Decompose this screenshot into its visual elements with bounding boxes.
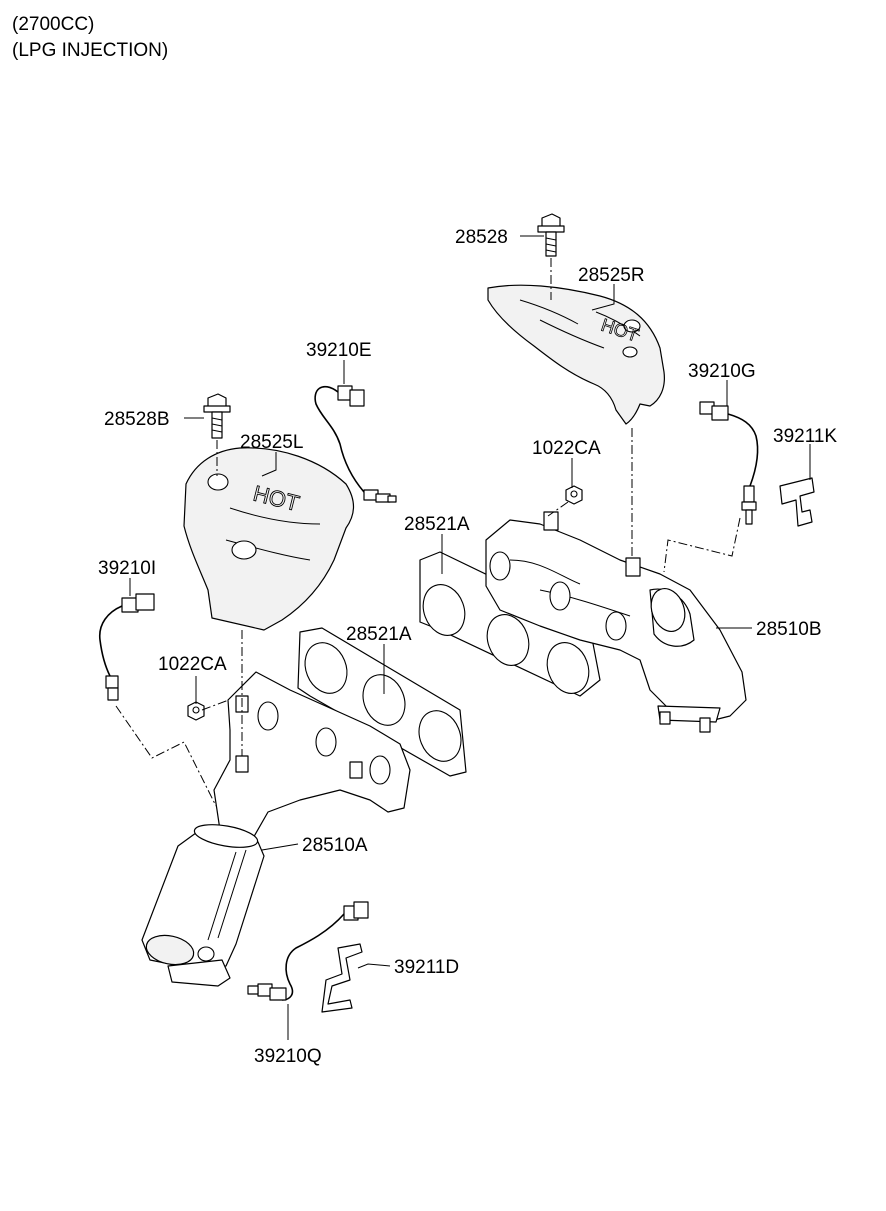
- oxygen-sensor-39210E[interactable]: [314, 385, 397, 503]
- bracket-39211D[interactable]: [321, 943, 363, 1013]
- label-39211K: 39211K: [773, 426, 837, 447]
- label-1022CA-left: 1022CA: [158, 654, 227, 675]
- label-28510B: 28510B: [756, 619, 822, 640]
- bolt-28528[interactable]: [537, 213, 565, 257]
- bolt-28528B[interactable]: [203, 393, 231, 439]
- heat-shield-right[interactable]: HOT: [487, 284, 665, 425]
- gasket-left[interactable]: [297, 627, 469, 777]
- leader-lines: [129, 235, 811, 1040]
- label-39210Q: 39210Q: [254, 1046, 322, 1067]
- label-28528: 28528: [455, 227, 508, 248]
- oxygen-sensor-39210G[interactable]: [699, 401, 759, 525]
- catalytic-converter-left[interactable]: [141, 821, 265, 987]
- nut-1022CA-left[interactable]: [187, 701, 205, 721]
- oxygen-sensor-39210Q[interactable]: [247, 901, 369, 1001]
- heat-shield-left[interactable]: HOT: [183, 447, 355, 631]
- label-39210G: 39210G: [688, 361, 756, 382]
- header-injection-type: (LPG INJECTION): [12, 40, 169, 61]
- label-28510A: 28510A: [302, 835, 368, 856]
- gasket-right[interactable]: [416, 551, 601, 699]
- oxygen-sensor-39210I[interactable]: [98, 593, 155, 701]
- label-28521A-right: 28521A: [404, 514, 470, 535]
- header-engine-displacement: (2700CC): [12, 14, 95, 35]
- label-28525R: 28525R: [578, 265, 645, 286]
- label-39211D: 39211D: [394, 957, 459, 978]
- label-1022CA-right: 1022CA: [532, 438, 601, 459]
- label-28521A-left: 28521A: [346, 624, 412, 645]
- exhaust-manifold-right[interactable]: [485, 511, 747, 733]
- bracket-39211K[interactable]: [779, 477, 815, 527]
- label-39210I: 39210I: [98, 558, 156, 579]
- label-28528B: 28528B: [104, 409, 170, 430]
- label-28525L: 28525L: [240, 432, 303, 453]
- nut-1022CA-right[interactable]: [565, 485, 583, 505]
- label-39210E: 39210E: [306, 340, 372, 361]
- exhaust-manifold-left[interactable]: [213, 671, 411, 841]
